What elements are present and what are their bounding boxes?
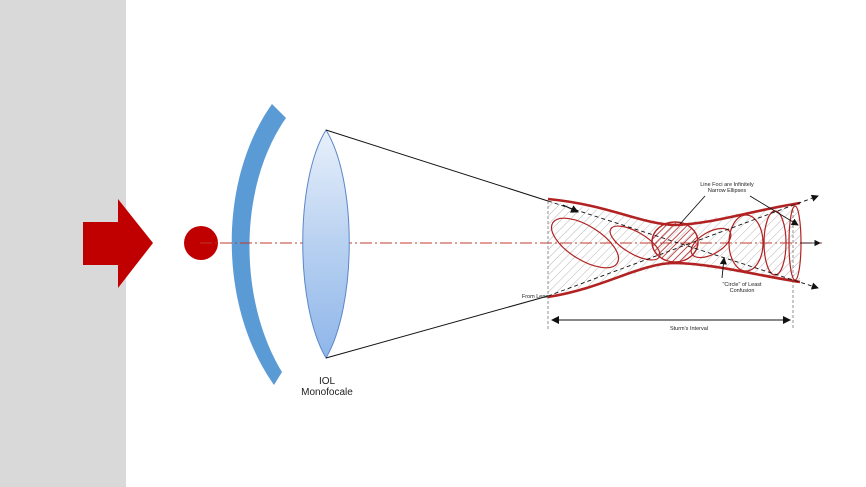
line-foci-pointer-2 — [679, 195, 706, 225]
iol-label: IOL — [318, 376, 336, 387]
iol-label-block: IOL Monofocale — [296, 376, 358, 398]
from-lens-label: From Lens — [522, 294, 549, 300]
ray-dashed-1 — [547, 200, 819, 290]
ray-dashed-2 — [547, 194, 819, 297]
incoming-light-arrow — [83, 199, 153, 288]
monofocale-label: Monofocale — [301, 387, 353, 398]
top-small-arrow — [562, 204, 579, 213]
cross-section-ellipse-1 — [550, 217, 620, 269]
cone-bottom-line — [325, 295, 549, 359]
line-foci-pointer — [749, 195, 799, 226]
sturm-interval-label: Sturm's Interval — [670, 326, 708, 332]
least-confusion-pointer — [719, 257, 727, 279]
envelope-bottom-curve — [547, 261, 801, 299]
narrow-ellipses-label: Narrow Ellipses — [708, 188, 746, 194]
envelope-top-curve — [547, 197, 801, 227]
line-foci-label: Line Foci are Infinitely — [700, 182, 754, 188]
circle-least-label: "Circle" of Least — [722, 282, 762, 288]
cone-top-line — [325, 129, 549, 202]
cornea-shape — [231, 104, 286, 385]
iol-lens — [302, 129, 350, 359]
confusion-label: Confusion — [730, 288, 755, 294]
